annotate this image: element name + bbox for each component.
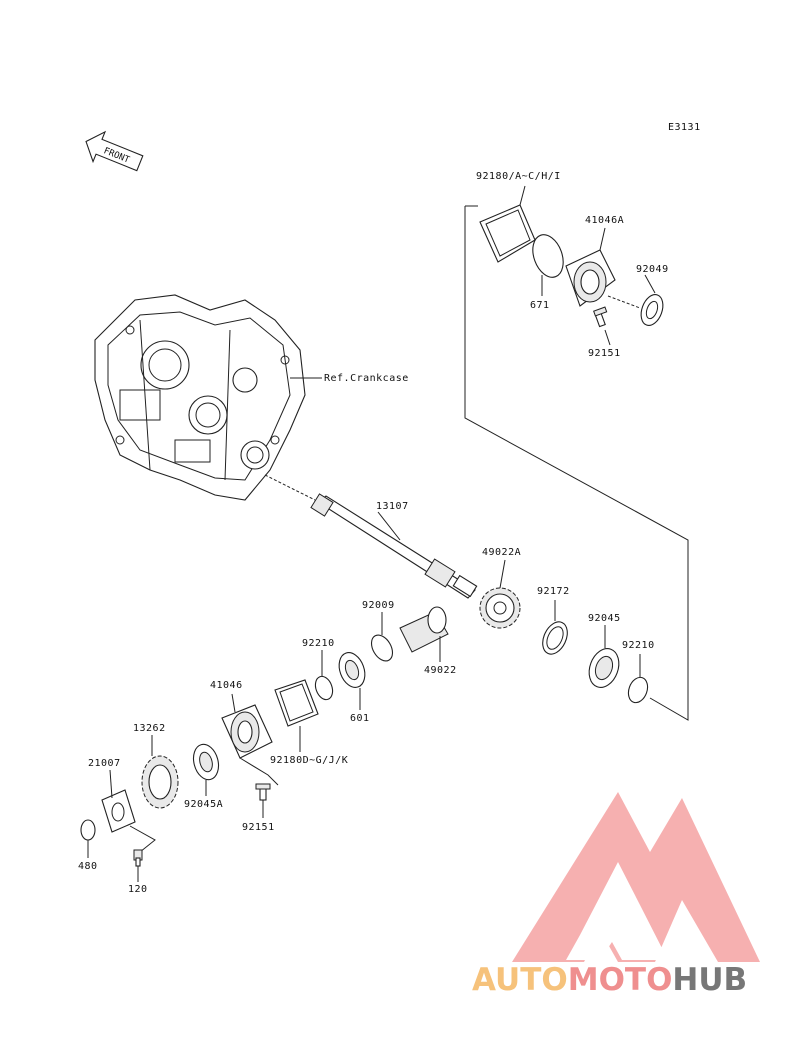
- gear-13262: [141, 755, 179, 809]
- part-label-601[interactable]: 601: [350, 713, 370, 724]
- ref-crankcase-label: Ref.Crankcase: [324, 373, 409, 384]
- ring-92210-left: [314, 675, 334, 701]
- plate-21007: [101, 789, 136, 833]
- part-label-92151-bottom[interactable]: 92151: [242, 822, 275, 833]
- part-label-92210-left[interactable]: 92210: [302, 638, 335, 649]
- part-label-92210-right[interactable]: 92210: [622, 640, 655, 651]
- bearing-92045a: [192, 743, 220, 781]
- watermark-moto: MOTO: [567, 962, 673, 998]
- watermark-auto: AUTO: [472, 962, 568, 998]
- watermark-logo: [512, 792, 760, 962]
- part-label-13107[interactable]: 13107: [376, 501, 409, 512]
- bearing-601: [338, 652, 366, 688]
- part-label-120[interactable]: 120: [128, 884, 148, 895]
- pinion-49022: [399, 606, 449, 653]
- gear-49022a: [479, 587, 521, 629]
- watermark-brand-text: AUTOMOTOHUB: [472, 962, 747, 998]
- part-label-13262[interactable]: 13262: [133, 723, 166, 734]
- housing-41046: [221, 704, 273, 759]
- crankcase-drawing: [94, 294, 306, 501]
- ring-92210-right: [627, 676, 649, 704]
- part-label-92151-top[interactable]: 92151: [588, 348, 621, 359]
- bracket-lines: [464, 205, 689, 721]
- part-label-92172[interactable]: 92172: [537, 586, 570, 597]
- part-label-92180d[interactable]: 92180D~G/J/K: [270, 755, 349, 766]
- part-label-92180a[interactable]: 92180/A~C/H/I: [476, 171, 561, 182]
- diagram-code: E3131: [668, 122, 701, 133]
- bolt-92151-bottom: [255, 783, 271, 801]
- part-label-41046a[interactable]: 41046A: [585, 215, 625, 226]
- bearing-92045: [588, 648, 620, 688]
- housing-41046a: [565, 249, 616, 307]
- part-label-49022[interactable]: 49022: [424, 665, 457, 676]
- part-label-671[interactable]: 671: [530, 300, 550, 311]
- part-label-92009[interactable]: 92009: [362, 600, 395, 611]
- circlip-480: [80, 819, 96, 841]
- oring-671: [532, 234, 564, 278]
- bolt-120: [133, 849, 143, 867]
- gasket-92180a: [479, 204, 536, 263]
- bolt-92151-top: [593, 306, 608, 328]
- shaft-13107: [310, 493, 478, 599]
- gasket-92180d: [274, 679, 319, 727]
- part-label-21007[interactable]: 21007: [88, 758, 121, 769]
- part-label-92045a[interactable]: 92045A: [184, 799, 224, 810]
- part-label-92045[interactable]: 92045: [588, 613, 621, 624]
- part-label-49022a[interactable]: 49022A: [482, 547, 522, 558]
- part-label-92049[interactable]: 92049: [636, 264, 669, 275]
- seal-92049: [640, 294, 664, 326]
- ring-92009: [370, 634, 394, 662]
- watermark-hub: HUB: [672, 962, 748, 998]
- ring-92172: [542, 621, 568, 655]
- part-label-480[interactable]: 480: [78, 861, 98, 872]
- part-label-41046[interactable]: 41046: [210, 680, 243, 691]
- front-arrow: FRONT: [85, 130, 144, 172]
